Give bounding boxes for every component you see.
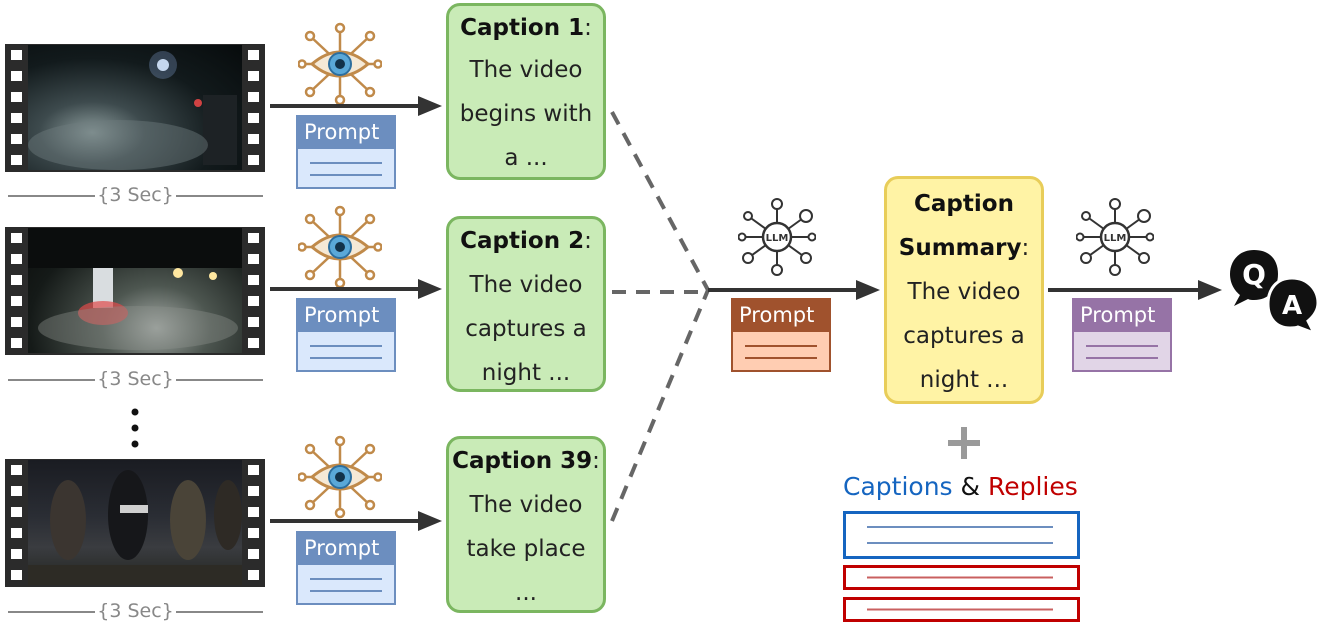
video-frame-3 <box>28 460 242 585</box>
summary-title-line1: Caption <box>914 191 1014 217</box>
clip-duration-label: {3 Sec} <box>8 367 263 391</box>
llm-label: LLM <box>1104 233 1127 244</box>
plus-icon <box>948 427 980 459</box>
legend-replies: Replies <box>987 472 1078 501</box>
caption-line: night ... <box>481 360 571 386</box>
caption-line: ... <box>515 580 537 606</box>
legend-captions-replies: Captions & Replies <box>843 472 1083 502</box>
caption-line: The video <box>469 272 583 298</box>
caption-box-2: Caption 2: The video captures a night ..… <box>446 216 606 392</box>
prompt-lines-icon <box>296 563 396 605</box>
clip-duration-label: {3 Sec} <box>8 599 263 623</box>
captions-doc-icon <box>843 511 1080 559</box>
llm-network-icon: LLM <box>738 198 816 276</box>
vision-eye-network-icon <box>298 22 382 106</box>
caption-title: Caption 2 <box>460 228 585 254</box>
caption-box-39: Caption 39: The video take place ... <box>446 436 606 613</box>
caption-box-1: Caption 1: The video begins with a ... <box>446 3 606 180</box>
captions-replies-list-icon <box>843 511 1080 622</box>
prompt-card: Prompt <box>296 115 396 189</box>
prompt-lines-icon <box>296 147 396 189</box>
caption-line: take place <box>466 536 586 562</box>
vision-eye-network-icon <box>298 435 382 519</box>
prompt-card: Prompt <box>296 298 396 372</box>
qa-speech-bubble-icon: Q A <box>1230 250 1320 334</box>
llm-network-icon: LLM <box>1076 198 1154 276</box>
prompt-lines-icon <box>1072 330 1172 372</box>
prompt-card-summary: Prompt <box>731 298 831 372</box>
caption-line: The video <box>469 57 583 83</box>
video-frame-1 <box>28 45 242 170</box>
caption-title: Caption 1 <box>460 15 585 41</box>
caption-summary-box: Caption Summary: The video captures a ni… <box>884 176 1044 404</box>
legend-and: & <box>960 472 981 501</box>
prompt-label: Prompt <box>1072 298 1172 330</box>
video-frame-2 <box>28 228 242 353</box>
clip-duration-label: {3 Sec} <box>8 183 263 207</box>
caption-title: Caption 39 <box>452 448 593 474</box>
arrow-clip-to-caption <box>270 104 420 523</box>
caption-line: The video <box>469 492 583 518</box>
legend-captions: Captions <box>843 472 953 501</box>
vision-eye-network-icon <box>298 205 382 289</box>
vertical-ellipsis-icon <box>131 408 139 448</box>
prompt-label: Prompt <box>296 115 396 147</box>
caption-line: a ... <box>504 145 548 171</box>
caption-line: captures a <box>465 316 587 342</box>
svg-text:Q: Q <box>1242 258 1266 291</box>
caption-line: begins with <box>459 101 593 127</box>
prompt-label: Prompt <box>731 298 831 330</box>
prompt-lines-icon <box>731 330 831 372</box>
summary-line: The video <box>907 279 1021 305</box>
dashed-merge-lines <box>610 111 710 522</box>
summary-line: captures a <box>903 323 1025 349</box>
summary-line: night ... <box>919 367 1009 393</box>
prompt-card-qa: Prompt <box>1072 298 1172 372</box>
llm-label: LLM <box>766 233 789 244</box>
arrow-heads <box>418 96 1222 531</box>
prompt-card: Prompt <box>296 531 396 605</box>
prompt-label: Prompt <box>296 298 396 330</box>
svg-text:A: A <box>1282 291 1302 321</box>
prompt-label: Prompt <box>296 531 396 563</box>
prompt-lines-icon <box>296 330 396 372</box>
summary-title-line2: Summary <box>898 235 1022 261</box>
